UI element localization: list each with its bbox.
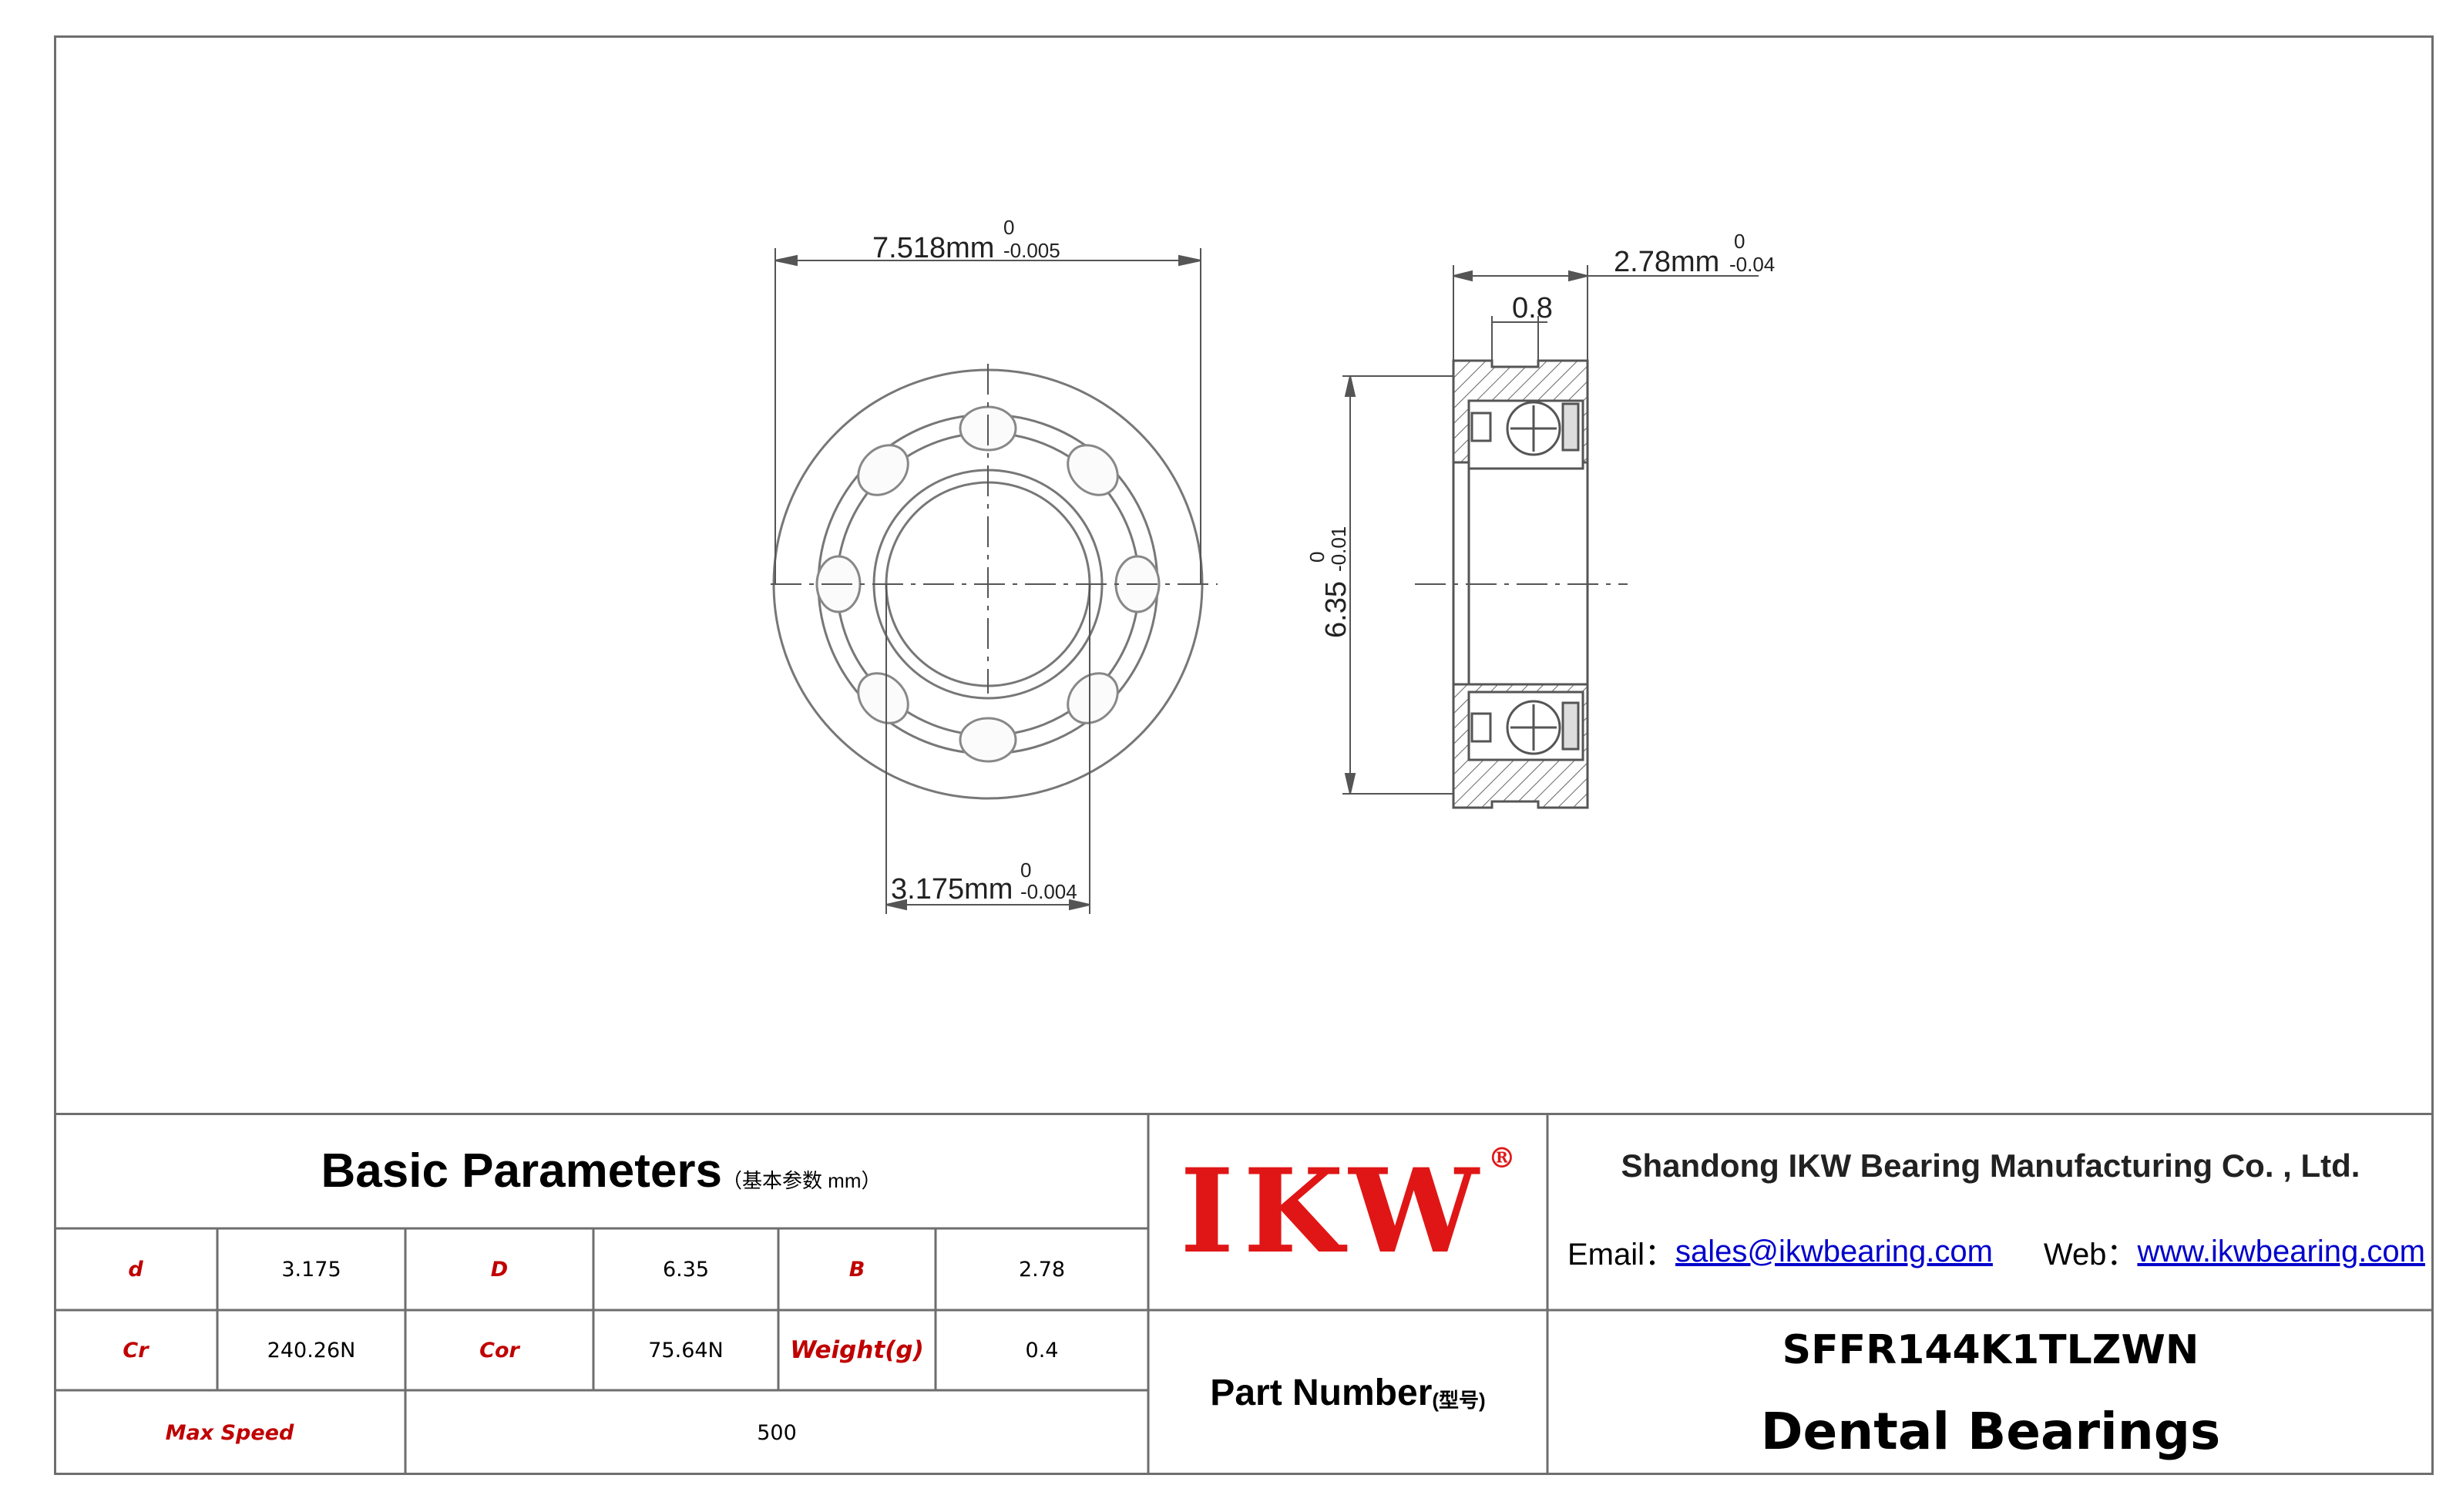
dim-bore-lower: -0.004 [1020,880,1077,903]
dim-flange-diameter-upper: 0 [1305,552,1329,563]
param-label-D: D [490,1257,509,1282]
company-name-cell: Shandong IKW Bearing Manufacturing Co. ,… [1547,1128,2434,1204]
ikw-logo: IKW® [1148,1113,1547,1310]
email-link[interactable]: sales@ikwbearing.com [1675,1234,1993,1268]
dim-width-upper: 0 [1734,230,1745,253]
front-view [771,364,1218,800]
param-label-max-speed: Max Speed [165,1420,294,1445]
dim-width: 2.78mm [1614,246,1719,278]
param-value-d: 3.175 [281,1257,341,1282]
dim-outer-upper: 0 [1003,216,1014,239]
registered-mark: ® [1487,1142,1516,1174]
company-name: Shandong IKW Bearing Manufacturing Co. ,… [1621,1147,2360,1184]
dim-flange-diameter: 6.35 [1320,581,1352,638]
param-label-d: d [128,1257,143,1282]
technical-drawing: 7.518mm 0 -0.005 3.175mm 0 -0.004 [771,216,1775,914]
dim-outer-diameter: 7.518mm [872,232,994,264]
title-block: Basic Parameters （基本参数 mm） d 3.175 D 6.3… [54,1113,2434,1475]
title-block-grid [54,1113,2434,1475]
param-value-weight: 0.4 [1025,1338,1059,1362]
product-name: Dental Bearings [1760,1401,2221,1461]
param-value-cor: 75.64N [648,1338,724,1362]
parameters-subtitle: （基本参数 mm） [721,1168,882,1192]
front-dimensions [774,248,1201,914]
param-value-B: 2.78 [1018,1257,1066,1282]
web-link[interactable]: www.ikwbearing.com [2137,1234,2425,1268]
part-number: SFFR144K1TLZWN [1782,1327,2199,1373]
logo-text: IKW [1180,1144,1488,1279]
param-value-D: 6.35 [662,1257,710,1282]
dim-flange-diameter-lower: -0.01 [1327,526,1350,572]
part-number-label-cn: (型号) [1432,1388,1486,1412]
param-label-B: B [848,1257,865,1282]
dim-bore: 3.175mm [891,873,1013,906]
part-number-label-cell: Part Number(型号) [1148,1310,1547,1475]
parameters-title: Basic Parameters [321,1144,722,1198]
dim-outer-lower: -0.005 [1003,239,1060,262]
dim-bore-upper: 0 [1020,858,1031,882]
param-label-weight: Weight(g) [790,1336,924,1364]
param-label-cr: Cr [123,1338,149,1362]
product-cell: Dental Bearings [1547,1387,2434,1475]
dim-flange: 0.8 [1512,292,1553,324]
param-label-cor: Cor [479,1338,519,1362]
side-view [1415,359,1628,809]
drawing-frame [54,35,2434,1475]
contact-line: Email： sales@ikwbearing.com Web： www.ikw… [1547,1213,2434,1290]
email-label: Email： [1567,1238,1676,1272]
part-number-label: Part Number [1210,1372,1433,1413]
param-value-cr: 240.26N [267,1338,356,1362]
parameters-header: Basic Parameters （基本参数 mm） [54,1113,1148,1228]
part-number-cell: SFFR144K1TLZWN [1547,1310,2434,1390]
param-value-max-speed: 500 [757,1420,797,1445]
dim-width-lower: -0.04 [1729,253,1775,276]
web-label: Web： [2043,1238,2138,1272]
side-dimensions [1342,265,1759,795]
